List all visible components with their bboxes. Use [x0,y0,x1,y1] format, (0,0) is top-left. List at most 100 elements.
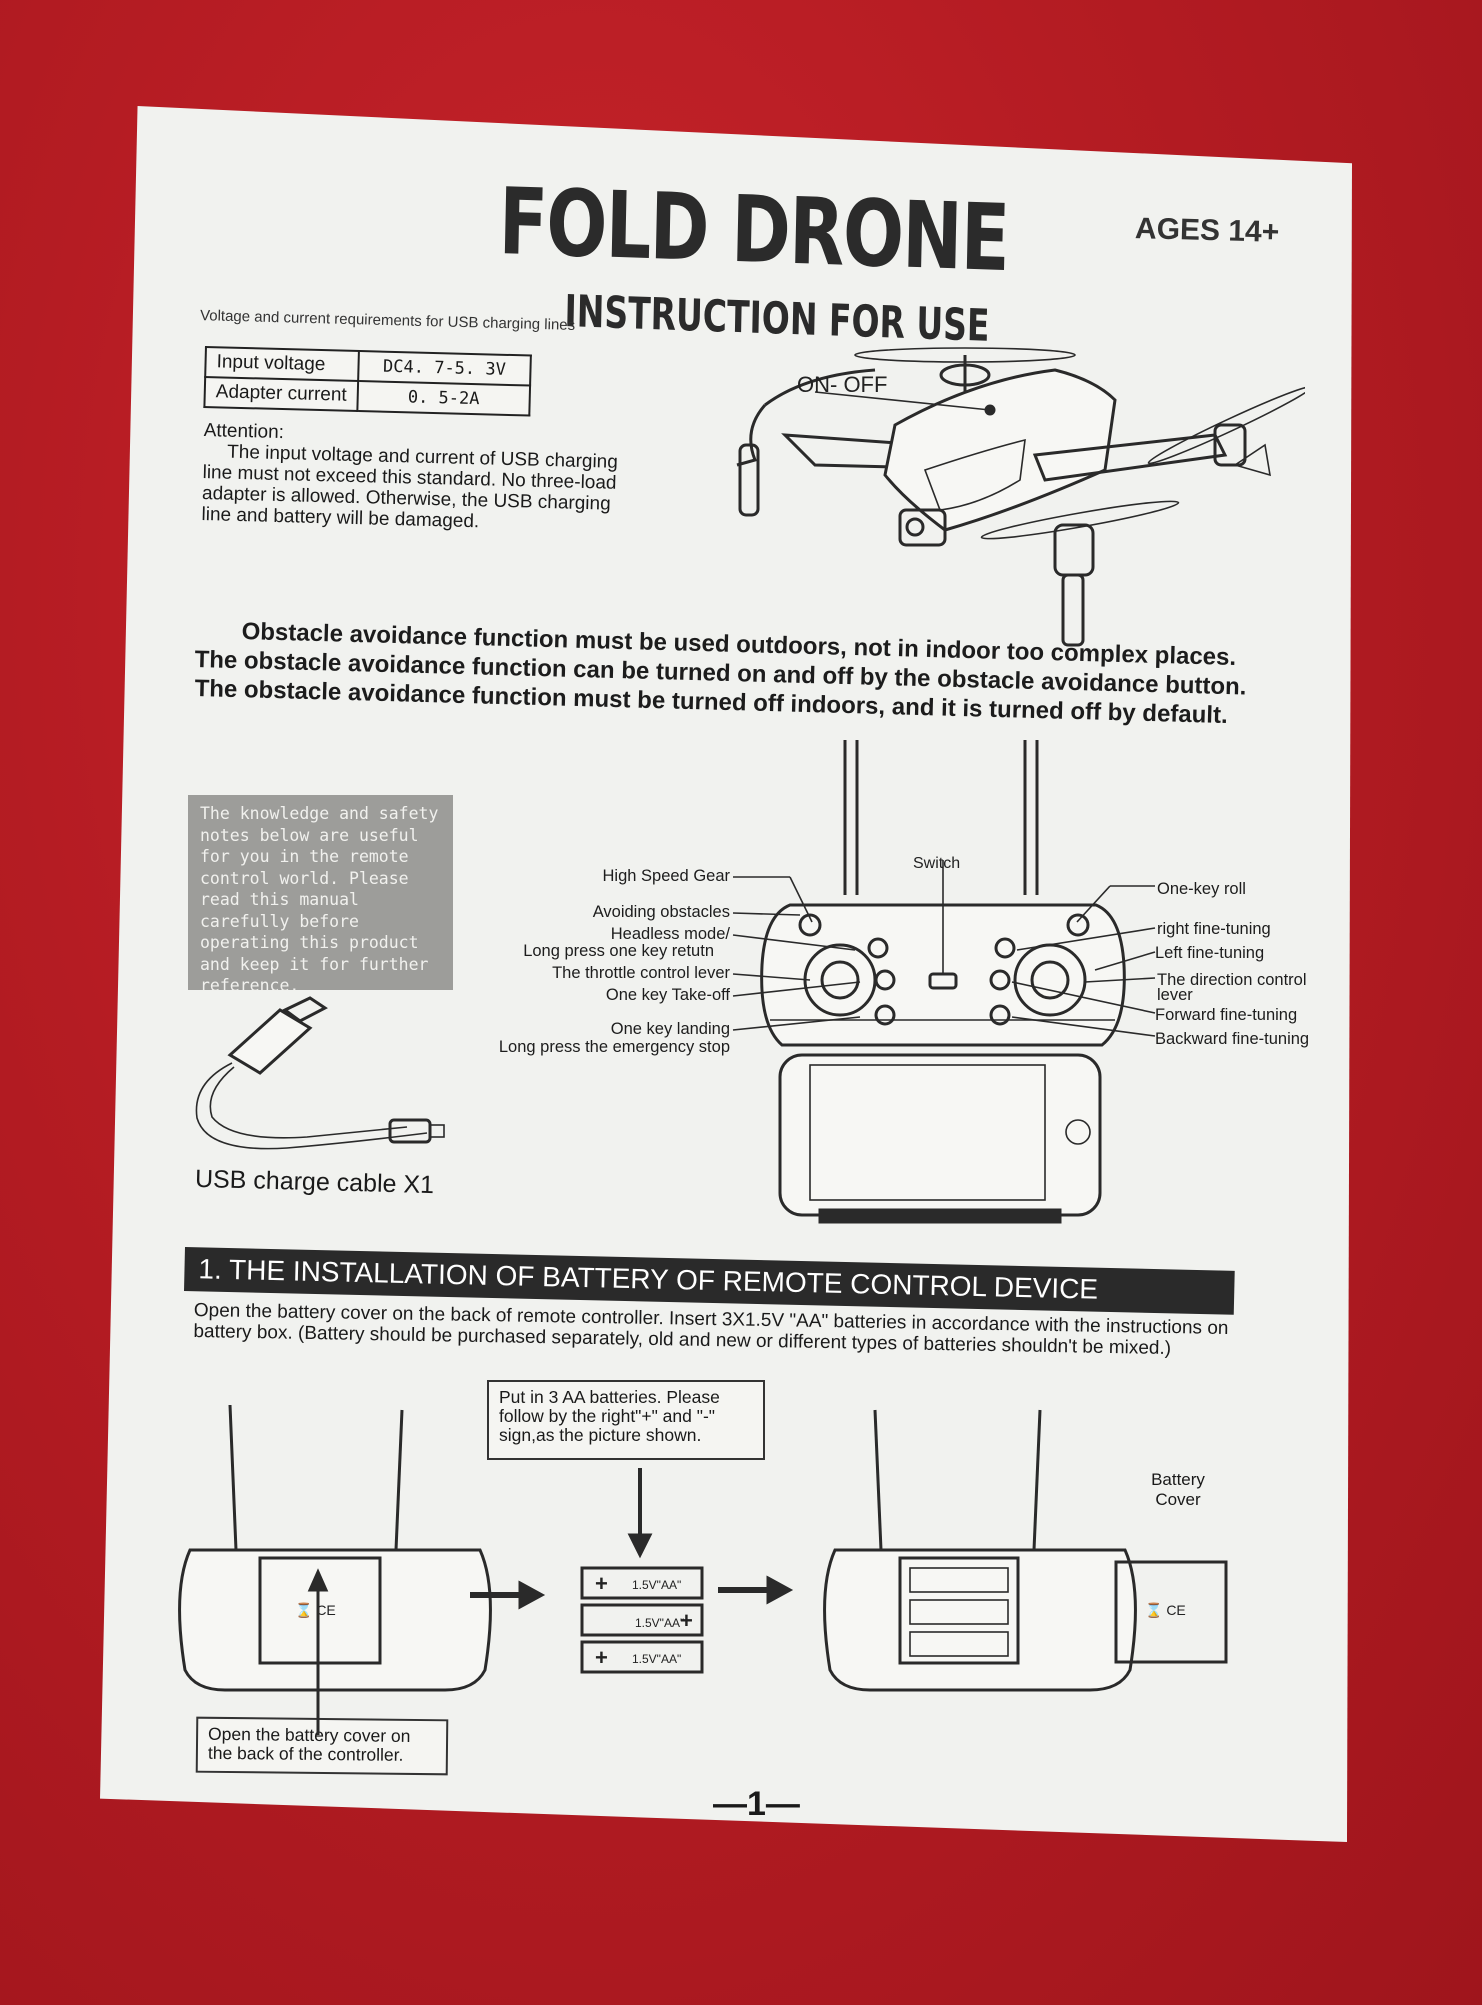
micro-usb-tip [429,1124,445,1138]
forward-trim-button[interactable] [989,969,1011,991]
controller-back-left [178,1548,492,1692]
label-forward-fine-tuning: Forward fine-tuning [1155,1006,1298,1024]
propeller-guard [736,404,767,467]
label-landing: One key landing [610,1020,730,1038]
usb-plug-tip [282,996,328,1023]
right-arm [1032,433,1228,482]
roll-button[interactable] [1066,913,1090,937]
leader-line [732,934,856,951]
leader-line [1084,977,1156,983]
right-arrow-icon [766,1575,794,1605]
attention-body: The input voltage and current of USB cha… [201,441,619,533]
usb-cable-label: USB charge cable X1 [194,1164,435,1200]
leg-right [1233,443,1271,477]
age-rating: AGES 14+ [1134,212,1280,249]
leader-line [732,1016,861,1031]
drone-leg-front [1061,573,1085,647]
antenna-right [1032,1409,1042,1551]
drone-leg-left [738,443,760,517]
propeller-right [1147,385,1305,465]
spec-value: 0. 5-2A [357,381,531,416]
leader-line [1076,885,1111,923]
motor-front [1053,523,1095,577]
down-arrow-icon [627,1533,653,1559]
phone-screen [809,1064,1046,1201]
page-number: —1— [713,1785,800,1823]
cable-loop [195,1062,428,1150]
label-right-fine-tuning: right fine-tuning [1157,920,1271,938]
usb-requirements-table: Input voltage DC4. 7-5. 3V Adapter curre… [203,346,532,417]
left-rear-arm [764,368,876,407]
high-speed-button[interactable] [798,913,822,937]
micro-usb-plug [388,1118,432,1144]
battery-cover-label: Battery Cover [1151,1470,1205,1509]
spec-label: Input voltage [205,347,359,382]
switch-label: Switch [913,855,960,872]
right-trim-button[interactable] [994,937,1016,959]
battery-note: Put in 3 AA batteries. Please follow by … [499,1387,720,1445]
antenna-right [394,1409,404,1551]
leader-line [1016,927,1156,951]
headless-button[interactable] [867,937,889,959]
propeller-front [980,500,1180,540]
battery-note-box: Put in 3 AA batteries. Please follow by … [487,1380,765,1460]
label-direction-lever-2: lever [1157,986,1193,1004]
up-arrow-icon [307,1568,329,1592]
label-backward-fine-tuning: Backward fine-tuning [1155,1030,1310,1048]
antenna-left [873,1409,883,1551]
drone-body [883,368,1117,532]
leader-line [1094,951,1156,971]
spec-value: DC4. 7-5. 3V [358,351,531,386]
svg-text:+: + [595,1571,608,1596]
ce-mark: ⌛ CE [295,1602,336,1619]
phone-clamp [818,1208,1062,1224]
drone-camera [898,508,947,547]
battery-cover-closed [258,1556,382,1665]
power-label: ON- OFF [797,372,887,397]
svg-text:1.5V"AA": 1.5V"AA" [632,1578,681,1592]
cable-loop [209,1066,408,1139]
callout-lines [732,876,1156,1037]
ce-mark: ⌛ CE [1145,1602,1186,1619]
camera-lens [905,517,925,537]
battery-installation-illustration: ⌛ CE + 1.5V"AA" 1.5V"AA" + + 1.5V"AA" ⌛ … [178,1404,1228,1735]
battery-compartment [898,1556,1020,1665]
leader-line [1011,1016,1156,1037]
attention-note: Attention: The input voltage and current… [201,420,624,536]
body-panel [923,438,1026,511]
antenna-left [228,1404,238,1551]
battery-slot [909,1599,1009,1625]
phone-home-button [1065,1119,1091,1145]
label-one-key-roll: One-key roll [1157,880,1246,898]
power-pointer [814,391,991,411]
label-takeoff: One key Take-off [605,986,730,1004]
backward-trim-button[interactable] [989,1004,1011,1026]
battery-slot [909,1631,1009,1657]
leader-line [789,876,813,923]
label-emergency-stop: Long press the emergency stop [498,1038,730,1056]
svg-text:+: + [680,1608,693,1633]
label-throttle-lever: The throttle control lever [552,964,730,982]
leader-line [1011,981,1156,1014]
safety-note: The knowledge and safety notes below are… [188,795,453,995]
usb-connector [227,1008,313,1075]
leader-line [732,912,801,916]
spec-label: Adapter current [204,377,359,412]
right-joystick-cap[interactable] [1030,960,1070,1000]
usb-cable-illustration [195,996,445,1150]
battery-cover-removed [1114,1560,1228,1664]
svg-text:1.5V"AA": 1.5V"AA" [635,1616,684,1630]
phone-holder [778,1053,1102,1217]
remote-controller-illustration: Switch [760,740,1126,1224]
battery-slot [909,1567,1009,1593]
landing-button[interactable] [874,1004,896,1026]
svg-text:1.5V"AA": 1.5V"AA" [632,1652,681,1666]
drone-illustration: ON- OFF [736,347,1305,647]
aa-battery: + 1.5V"AA" [580,1566,704,1600]
svg-text:+: + [595,1645,608,1670]
label-avoiding-obstacles: Avoiding obstacles [592,903,730,921]
takeoff-button[interactable] [874,969,896,991]
label-headless-mode: Headless mode/ [610,925,730,943]
leader-line [732,973,811,981]
left-joystick-cap[interactable] [820,960,860,1000]
